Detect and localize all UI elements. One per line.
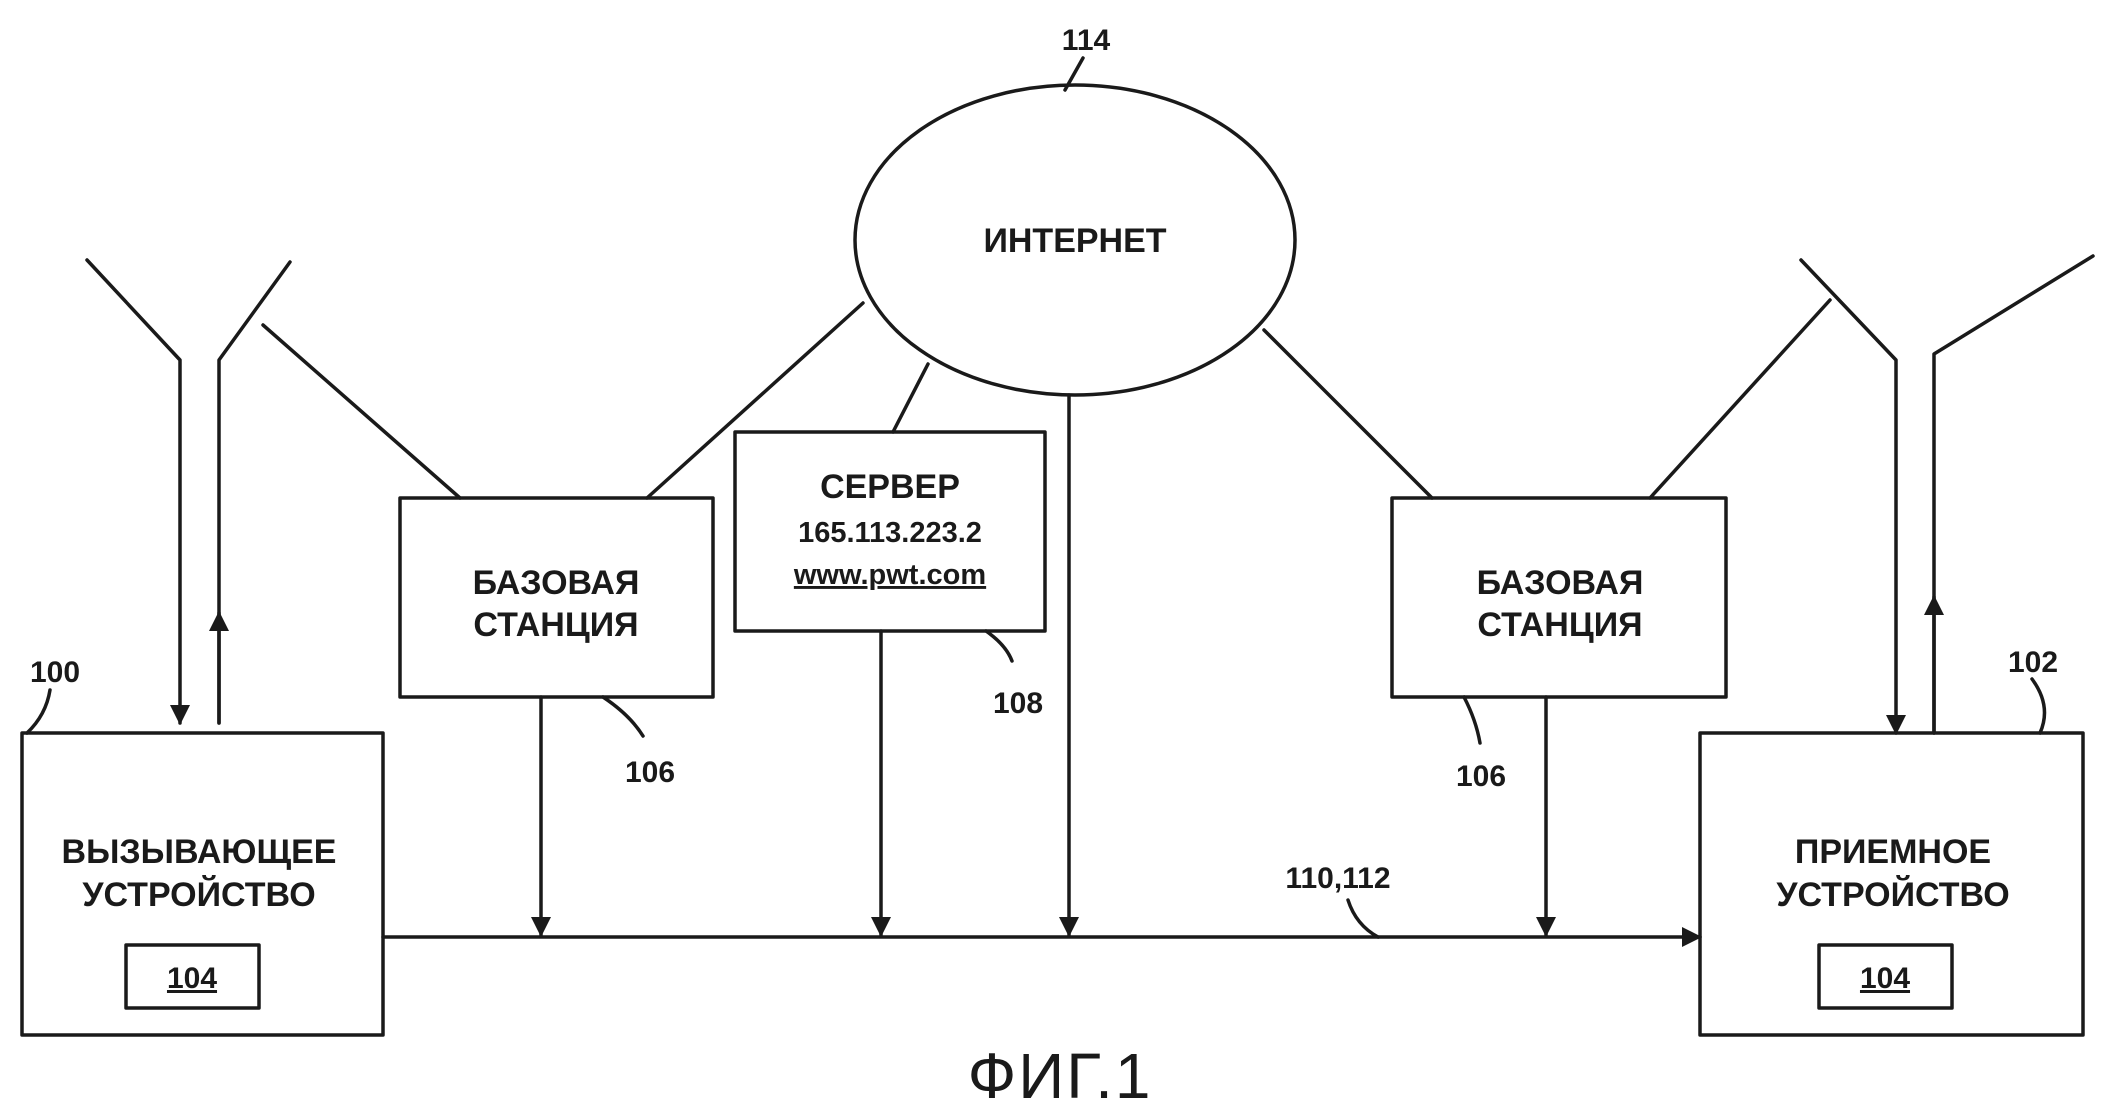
base-station-left-box [398, 496, 715, 699]
base-station-right-line2: СТАНЦИЯ [1477, 606, 1642, 644]
internet-ref-number: 114 [1062, 24, 1111, 57]
server-ref-leader [984, 629, 1014, 663]
server-url: www.pwt.com [793, 559, 986, 591]
base-station-right-line1: БАЗОВАЯ [1477, 564, 1644, 602]
receiver-ref-leader [2030, 677, 2047, 735]
server-box [733, 430, 1047, 633]
base-station-right-box [1390, 496, 1728, 699]
server-ref-number: 108 [993, 687, 1043, 720]
base-station-left-ref-number: 106 [625, 756, 675, 789]
caller-device-inner-box [124, 943, 261, 1010]
connection-ref-number: 110,112 [1285, 862, 1390, 895]
internet-label: ИНТЕРНЕТ [983, 222, 1166, 260]
caller-device-line1: ВЫЗЫВАЮЩЕЕ [62, 833, 337, 871]
base-station-left-line1: БАЗОВАЯ [473, 564, 640, 602]
receiver-device-inner-box [1817, 943, 1954, 1010]
base-station-left-line2: СТАНЦИЯ [473, 606, 638, 644]
base-station-right-ref-number: 106 [1456, 760, 1506, 793]
receiver-device-box [1698, 731, 2085, 1037]
internet-to-base-station-left-link [645, 301, 865, 500]
figure-caption: ФИГ.1 [968, 1040, 1153, 1111]
caller-device-box [20, 731, 385, 1037]
caller-device-line2: УСТРОЙСТВО [82, 875, 315, 914]
receiver-inner-ref-number: 104 [1860, 962, 1910, 995]
internet-ref-leader [1063, 56, 1085, 92]
base-station-right-ref-leader [1462, 695, 1482, 745]
caller-ref-number: 100 [30, 656, 80, 689]
receiver-device-line1: ПРИЕМНОЕ [1795, 833, 1991, 871]
server-line1: СЕРВЕР [820, 468, 960, 506]
caller-antenna-icon [85, 258, 462, 725]
caller-ref-leader [25, 688, 52, 735]
connection-ref-leader [1346, 898, 1380, 939]
receiver-device-line2: УСТРОЙСТВО [1776, 875, 2009, 914]
server-ip-address: 165.113.223.2 [798, 517, 982, 549]
receiver-antenna-icon [1648, 254, 2095, 735]
internet-cloud [853, 83, 1297, 397]
base-station-left-ref-leader [601, 695, 645, 738]
internet-to-server-link [891, 362, 930, 434]
internet-to-base-station-right-link [1262, 328, 1434, 500]
receiver-ref-number: 102 [2008, 646, 2058, 679]
caller-inner-ref-number: 104 [167, 962, 217, 995]
